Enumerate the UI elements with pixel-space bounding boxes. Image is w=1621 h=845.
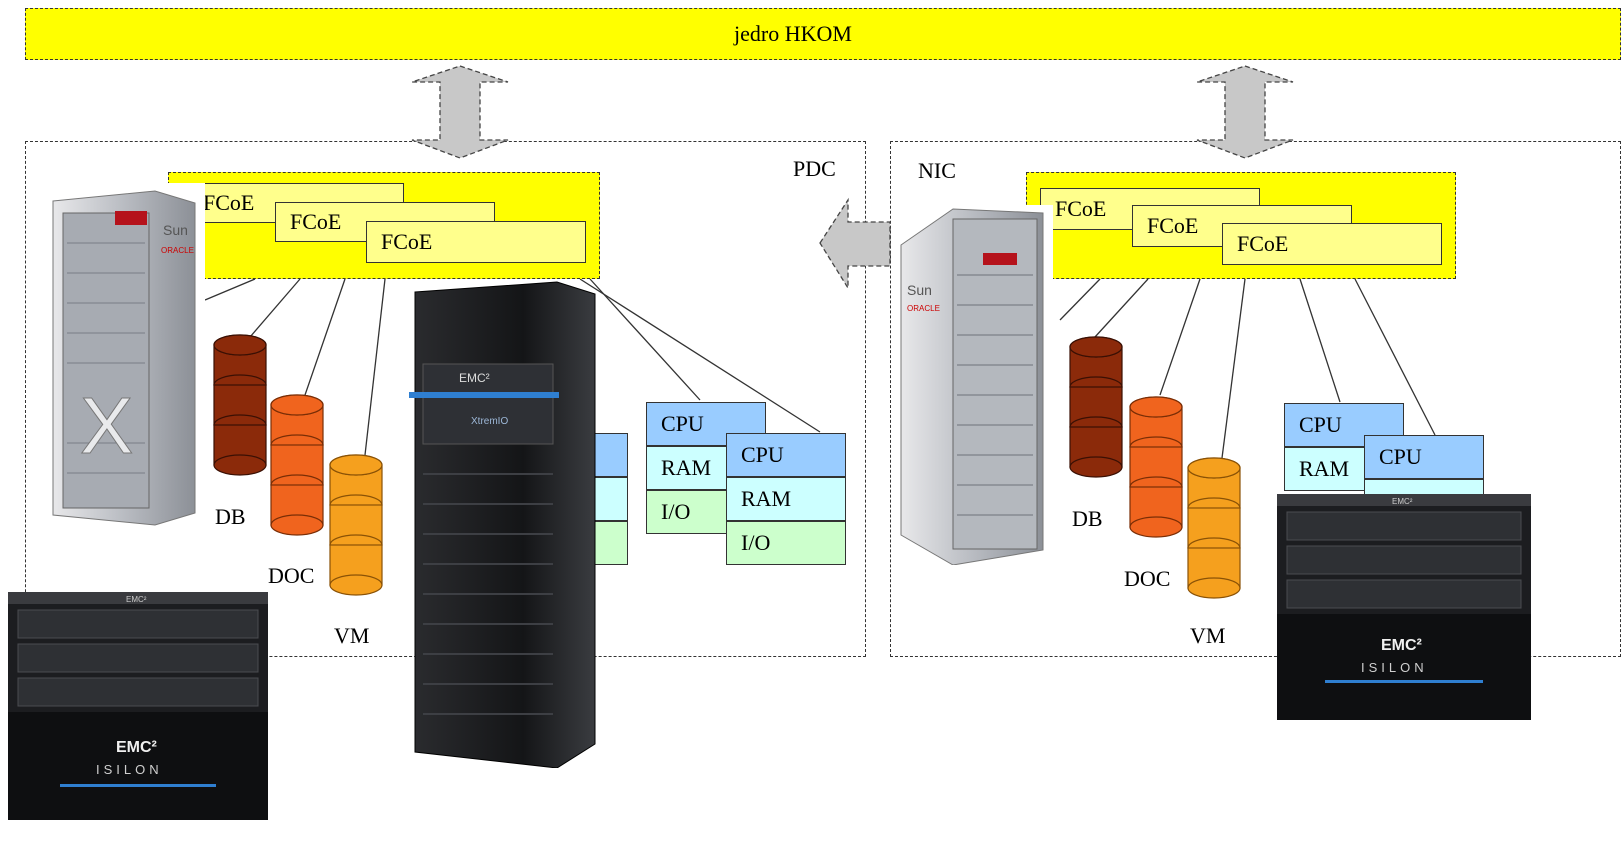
isilon-brand-right: ISILON [1361,660,1428,675]
exadata-x-mark: X [80,381,133,470]
oracle-storage-rack-image: Sun ORACLE [893,205,1053,565]
pdc-host-hidden-io [590,521,628,565]
pdc-vm-label: VM [334,623,370,648]
xtremio-rack-image: EMC² XtremIO [409,281,596,768]
oracle-brand-text: ORACLE [161,246,194,255]
core-network-band: jedro HKOM [25,8,1621,60]
emc-brand-isilon-left: EMC² [116,739,157,756]
xtremio-brand-text: XtremIO [471,416,508,427]
emc-top-right: EMC² [1392,497,1413,506]
nic-site-label: NIC [918,158,956,183]
nic-uplink-arrow [1196,65,1294,159]
pdc-site-label: PDC [793,156,836,181]
isilon-left-image: EMC² EMC² ISILON [8,592,268,820]
isilon-brand-left: ISILON [96,762,163,777]
emc-brand-xtremio: EMC² [459,371,490,385]
pdc-host-hidden-cpu [590,433,628,477]
nic-vm-label: VM [1190,623,1226,648]
emc-top-left: EMC² [126,595,147,604]
oracle-brand-text-right: ORACLE [907,304,940,313]
pdc-host-2-cpu: CPU [726,433,846,477]
pdc-doc-label: DOC [268,563,315,588]
isilon-right-image: EMC² EMC² ISILON [1277,494,1531,720]
emc-brand-isilon-right: EMC² [1381,637,1422,654]
pdc-vm-cylinder [329,454,383,596]
pdc-fcoe-3: FCoE [366,221,586,263]
nic-db-cylinder [1069,336,1123,478]
pdc-host-2-io: I/O [726,521,846,565]
pdc-uplink-arrow [411,65,509,159]
nic-doc-cylinder [1129,396,1183,538]
nic-to-pdc-arrow [819,197,891,291]
nic-host-2-cpu: CPU [1364,435,1484,479]
pdc-db-label: DB [215,504,246,529]
nic-vm-cylinder [1187,457,1241,599]
exadata-rack-image: Sun ORACLE X [45,183,205,543]
sun-brand-text-right: Sun [907,282,932,298]
core-network-label: jedro HKOM [734,21,852,46]
sun-brand-text: Sun [163,222,188,238]
nic-doc-label: DOC [1124,566,1171,591]
pdc-db-cylinder [213,334,267,476]
nic-fcoe-3: FCoE [1222,223,1442,265]
pdc-host-2-ram: RAM [726,477,846,521]
pdc-doc-cylinder [270,394,324,536]
nic-db-label: DB [1072,506,1103,531]
